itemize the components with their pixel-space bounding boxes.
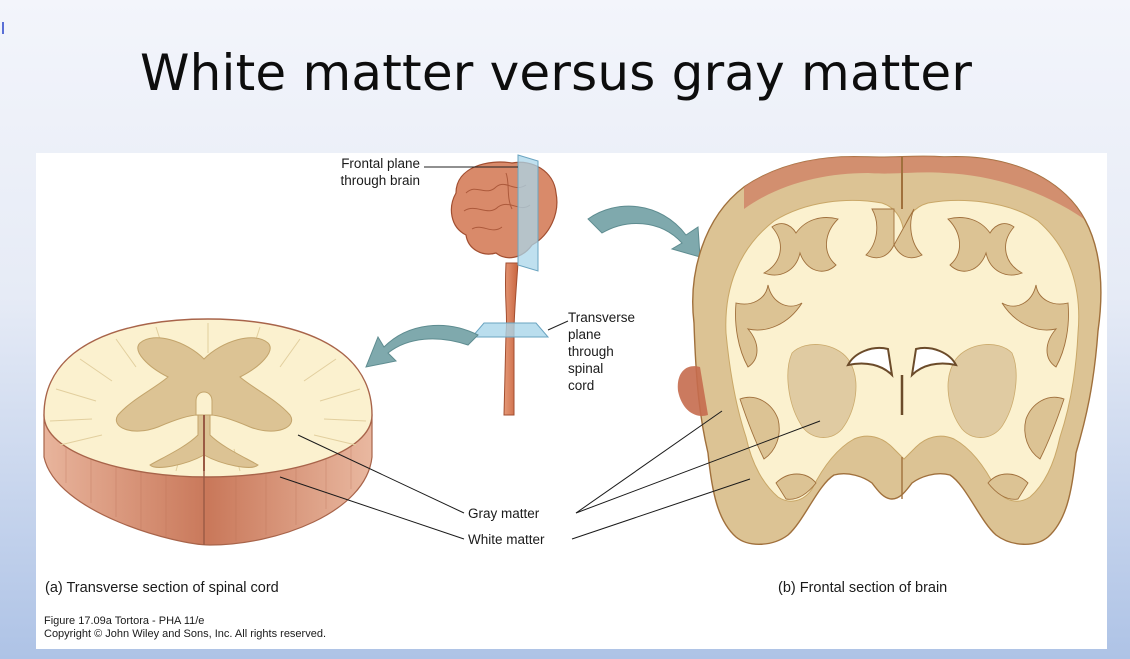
- gray-matter-label: Gray matter: [468, 506, 540, 521]
- frontal-plane-label: Frontal plane through brain: [320, 155, 420, 189]
- white-matter-label: White matter: [468, 532, 545, 547]
- spinal-cord-section: [43, 318, 373, 546]
- caption-b: (b) Frontal section of brain: [778, 580, 948, 596]
- anatomy-illustration: [43, 154, 1102, 546]
- transverse-label-line1: Transverse: [568, 310, 636, 325]
- anatomy-figure: Frontal plane through brain Transverse p…: [36, 153, 1107, 649]
- leader-lines: [279, 410, 821, 540]
- brain-frontal-section: [677, 155, 1102, 545]
- slide-edge-marker: [2, 22, 4, 34]
- caption-a: (a) Transverse section of spinal cord: [45, 580, 279, 596]
- transverse-label-line4: spinal: [568, 361, 604, 376]
- brain-and-spinal-cord-sketch: [424, 154, 569, 416]
- figure-credit-line2: Copyright © John Wiley and Sons, Inc. Al…: [44, 628, 327, 640]
- frontal-plane-label-line2: through brain: [340, 173, 420, 188]
- transverse-label-line3: through: [568, 344, 614, 359]
- figure-credit: Figure 17.09a Tortora - PHA 11/e Copyrig…: [44, 615, 326, 641]
- transverse-label-line5: cord: [568, 378, 595, 393]
- frontal-plane-label-line1: Frontal plane: [341, 156, 420, 171]
- direction-arrows: [365, 205, 701, 368]
- transverse-label-line2: plane: [568, 327, 602, 342]
- figure-credit-line1: Figure 17.09a Tortora - PHA 11/e: [44, 615, 205, 627]
- slide-title: White matter versus gray matter: [140, 44, 973, 102]
- transverse-plane-label: Transverse plane through spinal cord: [568, 309, 635, 394]
